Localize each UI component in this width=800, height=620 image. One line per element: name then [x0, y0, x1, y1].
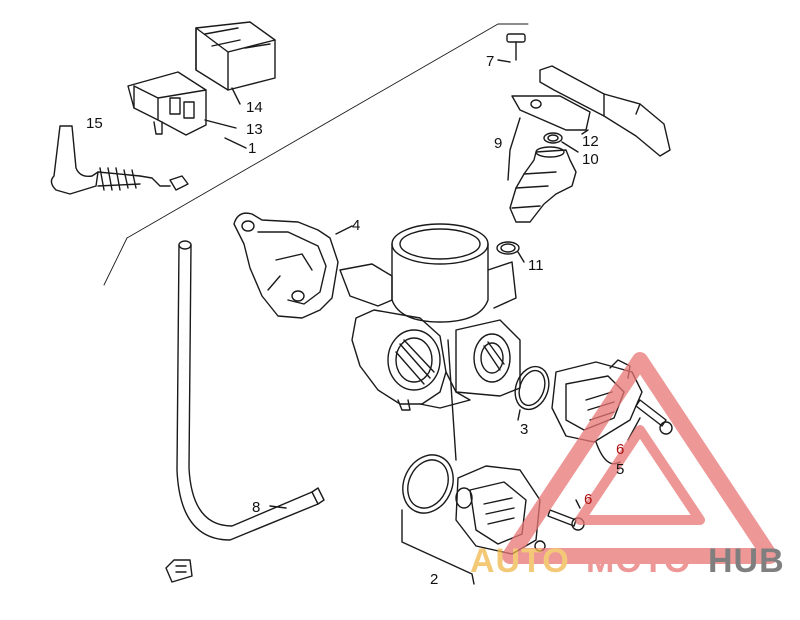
callout-11: 11 — [528, 257, 544, 274]
callout-6-upper: 6 — [616, 441, 624, 458]
callout-1: 1 — [248, 140, 256, 157]
watermark-moto: MOTO — [586, 542, 691, 580]
injector-oring-part — [543, 132, 579, 153]
callout-4: 4 — [352, 217, 360, 234]
callout-14: 14 — [246, 99, 263, 116]
fuel-injector-part — [507, 117, 577, 223]
lower-oring-part — [496, 241, 525, 263]
callout-2: 2 — [430, 571, 438, 588]
leader-line-1 — [224, 137, 247, 149]
callout-8: 8 — [252, 499, 260, 516]
callout-10: 10 — [582, 151, 599, 168]
watermark-logo: AUTO MOTO HUB — [470, 352, 785, 580]
callout-5: 5 — [616, 461, 624, 478]
iac-seal-part — [402, 454, 454, 514]
assembly-boundary — [103, 23, 529, 286]
callout-15: 15 — [86, 115, 103, 132]
connector-boot-part — [195, 21, 276, 105]
iac-valve-part — [401, 465, 546, 585]
callout-13: 13 — [246, 121, 263, 138]
pointer-hand-icon — [165, 559, 193, 583]
fuel-rail-part — [511, 65, 671, 157]
mount-screw-part — [497, 33, 526, 63]
vacuum-hose-part — [176, 240, 325, 541]
callout-9: 9 — [494, 135, 502, 152]
callout-12: 12 — [582, 133, 599, 150]
sensor-harness-part — [50, 125, 189, 195]
connector-part — [127, 71, 237, 136]
callout-6-lower: 6 — [584, 491, 592, 508]
cable-bracket-part — [233, 212, 353, 319]
callout-7: 7 — [486, 53, 494, 70]
callout-3: 3 — [520, 421, 528, 438]
throttle-body-part — [339, 223, 521, 461]
o-ring-part — [514, 365, 550, 421]
watermark-auto: AUTO — [470, 542, 570, 580]
watermark-hub: HUB — [708, 542, 785, 580]
